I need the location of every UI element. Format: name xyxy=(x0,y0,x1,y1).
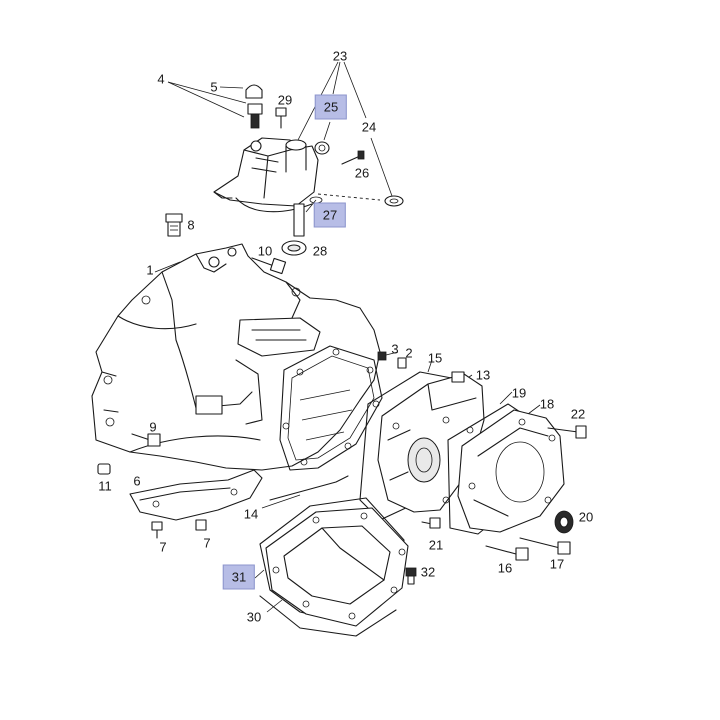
bolt-part-10 xyxy=(251,257,287,275)
bolt-part-21 xyxy=(421,517,441,529)
sensor-part-8 xyxy=(165,213,183,237)
selector-housing xyxy=(213,137,381,237)
switch-part-4 xyxy=(247,103,263,129)
gasket-part-30 xyxy=(259,595,397,637)
cap-part-5 xyxy=(245,84,263,99)
callout-17: 17 xyxy=(549,556,565,572)
callout-11: 11 xyxy=(98,478,112,494)
main-case-part-1 xyxy=(91,243,383,471)
bolt-part-22 xyxy=(547,425,587,439)
pin-part-26 xyxy=(341,150,365,165)
callout-4: 4 xyxy=(157,71,165,87)
bolt-part-7-right xyxy=(195,519,207,531)
callout-20: 20 xyxy=(578,509,594,525)
callout-6: 6 xyxy=(133,473,141,489)
callout-10: 10 xyxy=(257,243,273,259)
washer-part-24 xyxy=(384,195,404,207)
callout-14: 14 xyxy=(243,506,259,522)
callout-8: 8 xyxy=(187,217,195,233)
callout-30: 30 xyxy=(246,609,262,625)
end-cover-part-18 xyxy=(457,409,565,533)
callout-24: 24 xyxy=(361,119,377,135)
bolt-part-17 xyxy=(519,537,571,555)
callout-29: 29 xyxy=(277,92,293,108)
callout-22: 22 xyxy=(570,406,586,422)
callout-19: 19 xyxy=(511,385,527,401)
callout-16: 16 xyxy=(497,560,513,576)
bracket-part-6 xyxy=(129,469,263,521)
intermediate-housing-part-13 xyxy=(377,371,485,513)
callout-27: 27 xyxy=(313,202,347,228)
callout-18: 18 xyxy=(539,396,555,412)
callout-21: 21 xyxy=(428,537,444,553)
bolt-part-29 xyxy=(275,107,287,129)
callout-32: 32 xyxy=(420,564,436,580)
callout-15: 15 xyxy=(427,350,443,366)
callout-28: 28 xyxy=(312,243,328,259)
seal-part-28 xyxy=(281,240,307,256)
bolt-part-3 xyxy=(377,351,387,361)
callout-1: 1 xyxy=(146,262,154,278)
callout-2: 2 xyxy=(405,345,413,361)
drain-plug-part-32 xyxy=(405,567,417,585)
bolt-part-16 xyxy=(485,545,529,561)
seal-part-25 xyxy=(314,141,330,155)
bolt-part-7-left xyxy=(151,521,163,539)
callout-7-left: 7 xyxy=(159,539,167,555)
plug-part-2 xyxy=(397,357,407,369)
callout-5: 5 xyxy=(210,79,218,95)
callout-3: 3 xyxy=(391,341,399,357)
callout-25: 25 xyxy=(314,94,348,120)
callout-7-right: 7 xyxy=(203,535,211,551)
bolt-part-9 xyxy=(131,433,161,447)
callout-23: 23 xyxy=(332,48,348,64)
callout-9: 9 xyxy=(149,419,157,435)
callout-31: 31 xyxy=(222,564,256,590)
nut-part-20 xyxy=(554,510,574,534)
plug-part-11 xyxy=(97,463,111,475)
oil-pan-part-31 xyxy=(265,507,409,627)
callout-26: 26 xyxy=(354,165,370,181)
callout-13: 13 xyxy=(475,367,491,383)
